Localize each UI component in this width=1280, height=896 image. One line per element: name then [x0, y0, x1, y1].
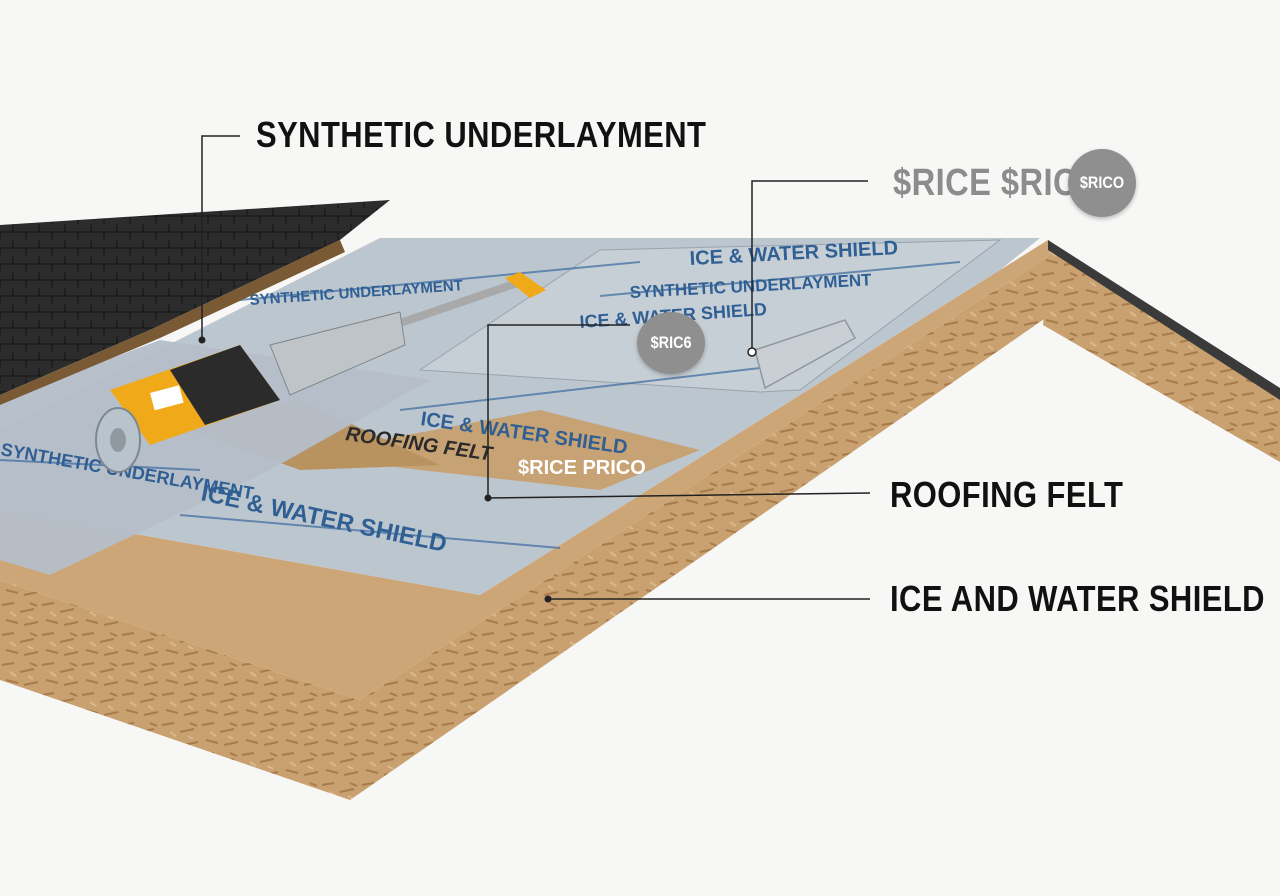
leader-dot-ice: [544, 595, 552, 603]
leader-synthetic: [201, 135, 240, 340]
osb-deck-right-side: [1043, 240, 1280, 462]
tool-body-dark: [170, 345, 280, 425]
left-underlayment-panel: [0, 340, 430, 575]
shingle-edge: [0, 240, 345, 405]
price-badge-top-text: $RICO: [1079, 173, 1125, 192]
tool-handle: [378, 278, 522, 334]
osb-deck-top: [0, 240, 1050, 700]
synthetic-underlayment-panel: [418, 239, 1002, 393]
tool-frame: [269, 311, 406, 396]
price-badge-top: $RICO: [1068, 149, 1136, 217]
shield-print-lines: [0, 261, 961, 549]
price-badge-mid: $RIC6: [637, 312, 705, 374]
leader-felt: [487, 492, 871, 499]
roll-applicator-tool: [95, 272, 546, 473]
tool-label: [150, 385, 184, 411]
leader-dot-felt: [484, 494, 492, 502]
tool-handle-grip: [505, 272, 546, 298]
deck-ridge-edge: [1048, 240, 1280, 400]
metal-flashing: [754, 319, 857, 390]
leader-price-top: [751, 180, 868, 352]
felt-price-text: $RICE PRICO: [518, 457, 646, 479]
label-synthetic-underlayment: SYNTHETIC UNDERLAYMENT: [256, 114, 707, 155]
asphalt-shingles: [0, 200, 390, 395]
leader-price-mid: [487, 324, 630, 498]
label-price-top: $RICE $RICE: [893, 162, 1100, 204]
price-badge-mid-text: $RIC6: [650, 333, 692, 352]
leader-dot-price-top: [747, 347, 757, 357]
leader-dot-synthetic: [198, 336, 206, 344]
label-ice-and-water-shield: ICE AND WATER SHIELD: [890, 578, 1265, 619]
label-roofing-felt: ROOFING FELT: [890, 474, 1124, 515]
callout-leaders: [201, 135, 871, 600]
roofing-felt-strip: [300, 410, 700, 490]
roll-core: [110, 428, 126, 452]
